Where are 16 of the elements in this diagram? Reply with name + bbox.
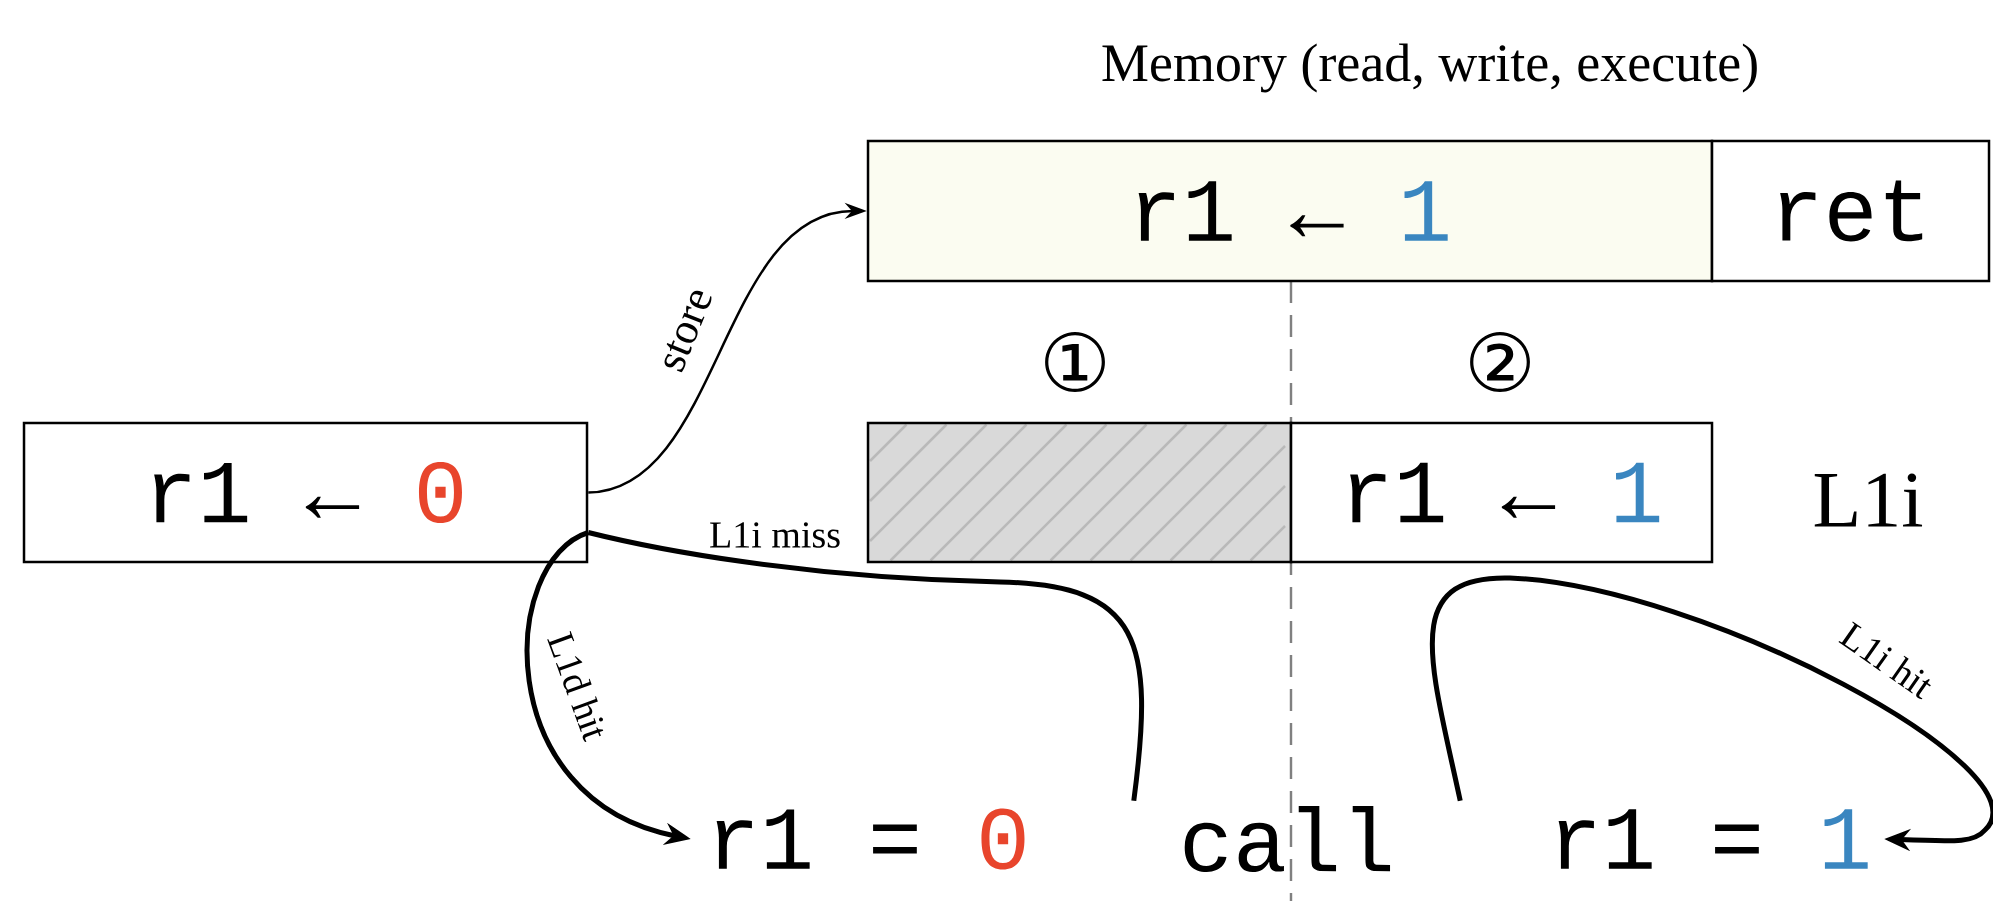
memory-cell: ret <box>1710 139 1991 283</box>
instruction-text: call <box>1184 805 1391 873</box>
edge-label: store <box>655 283 717 377</box>
step-number: ② <box>1470 332 1530 392</box>
edge-label: L1i hit <box>1834 616 1940 704</box>
title: Memory (read, write, execute) <box>1102 43 1757 93</box>
edge-label: L1i miss <box>707 520 843 550</box>
edge-label: L1d hit <box>543 626 613 746</box>
register-box: r1 ← 0 <box>22 421 589 564</box>
memory-cell: r1 ← 1 <box>866 139 1714 283</box>
step-number: ① <box>1045 332 1105 392</box>
arrow <box>1430 575 1993 852</box>
result-text: r1 = 0 <box>716 808 1025 870</box>
cache-level-label: L1i <box>1814 473 1923 527</box>
result-text: r1 = 1 <box>1558 809 1868 869</box>
evicted-cache-line <box>866 421 1293 564</box>
